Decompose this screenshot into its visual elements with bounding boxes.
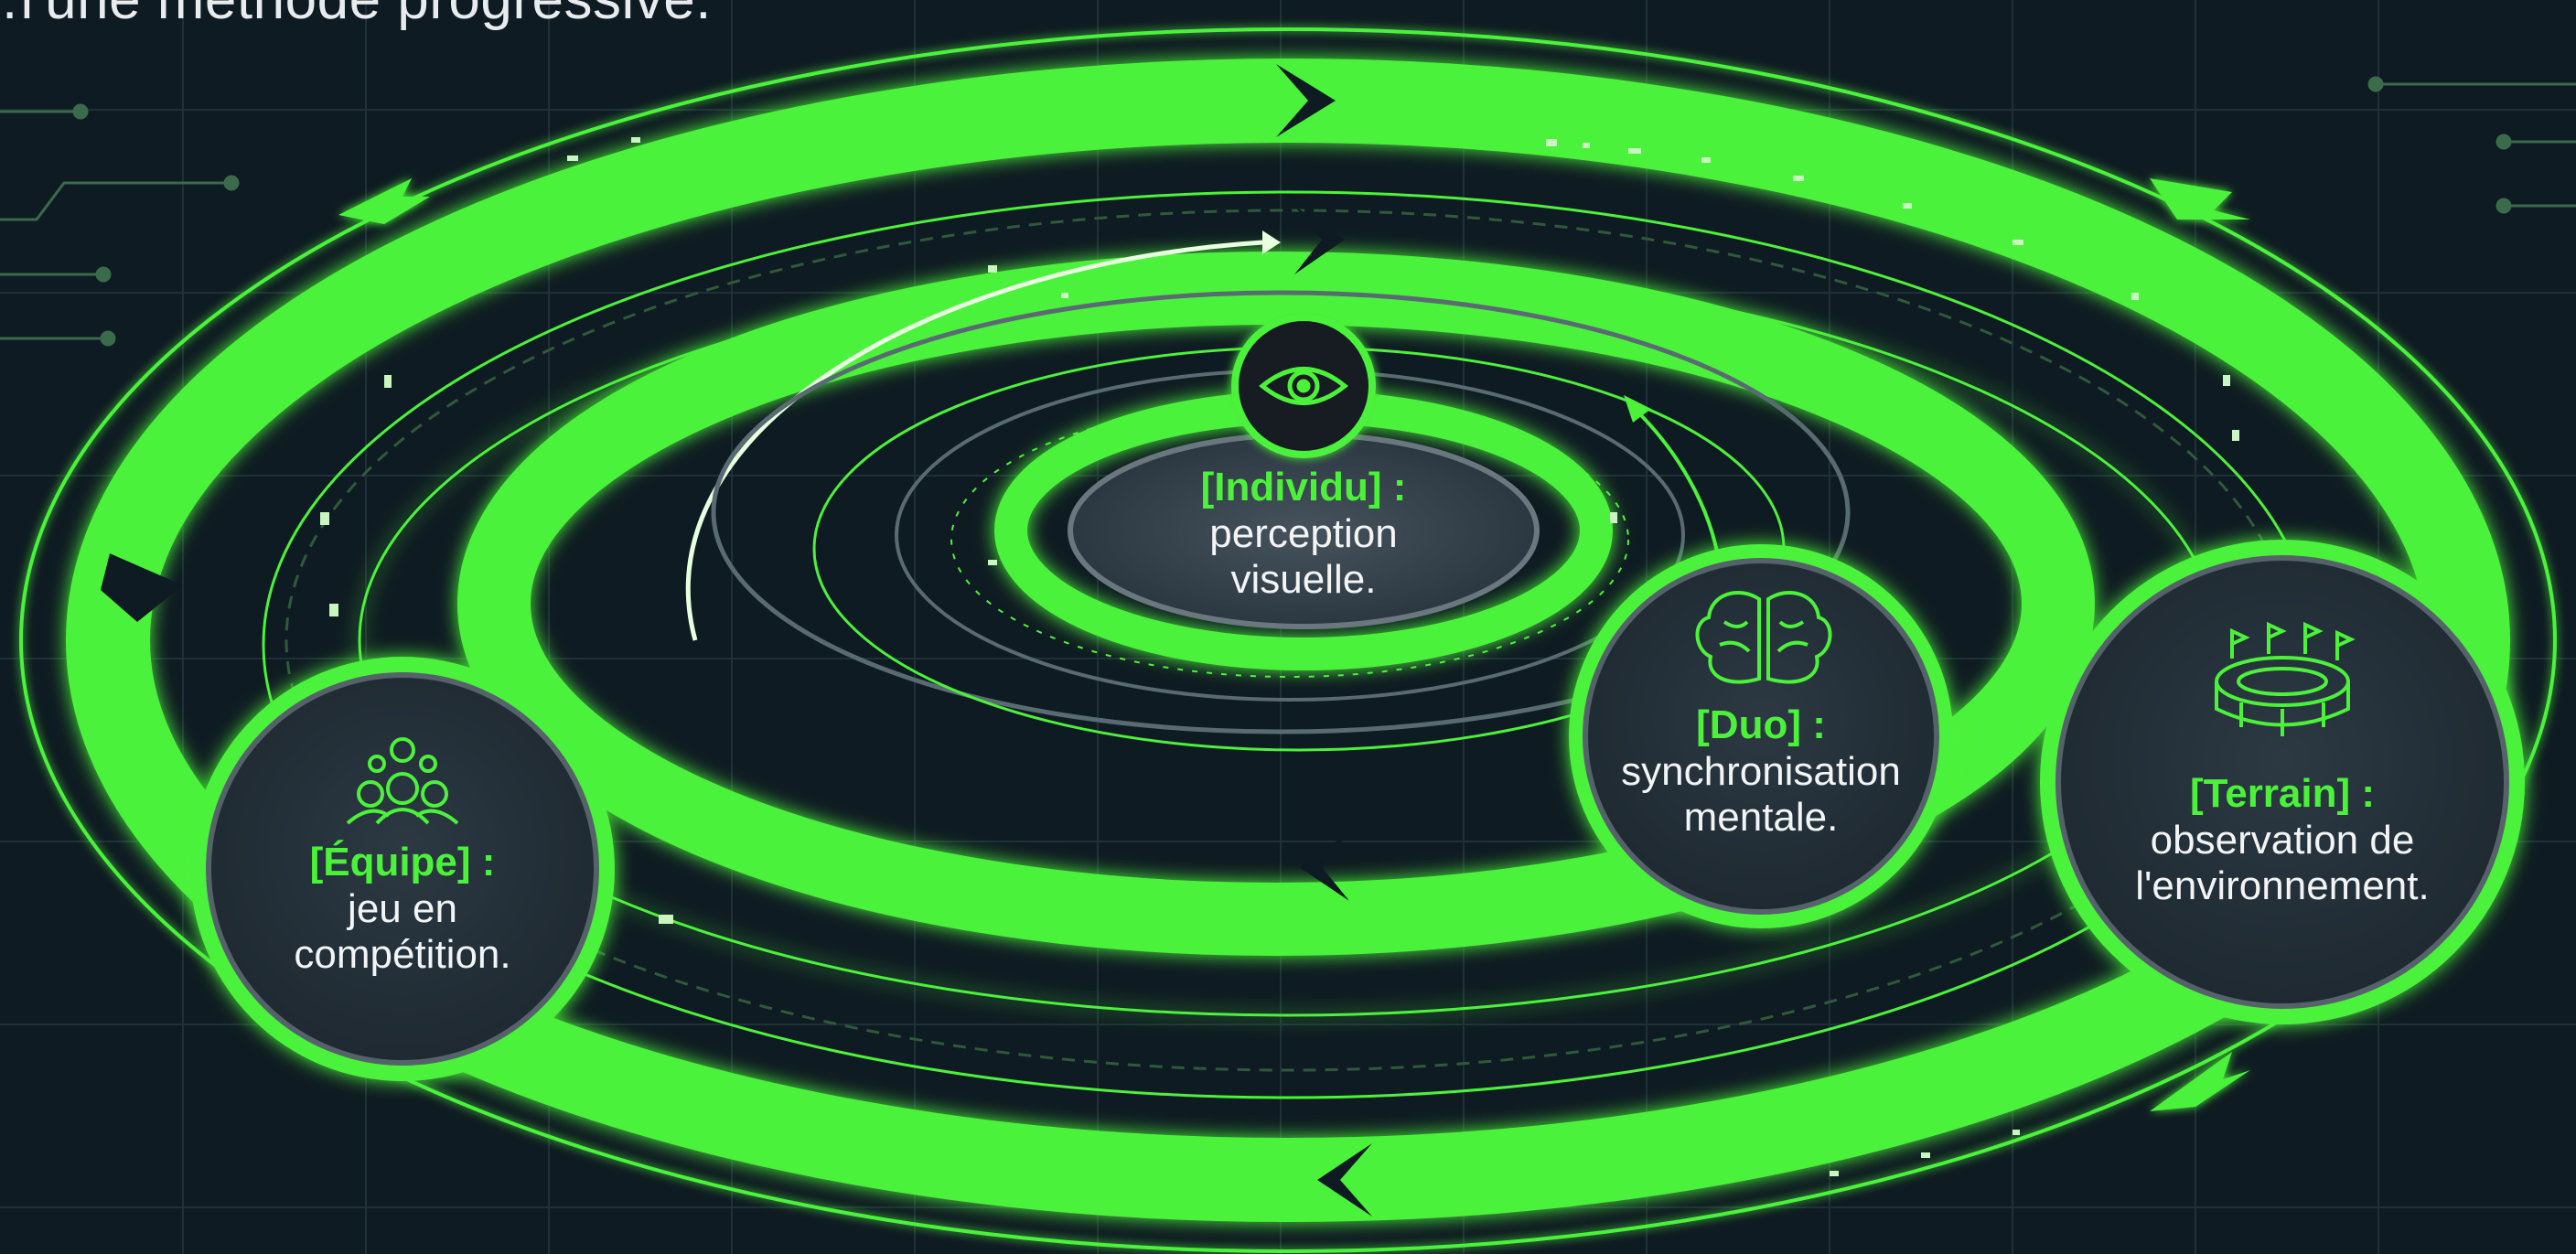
outer-thin-ring [19, 27, 2557, 1253]
node-terrain-tag: [Terrain] : [2189, 771, 2376, 816]
duo-arrowhead [1624, 395, 1651, 423]
node-equipe [190, 657, 615, 1081]
node-equipe-tag: [Équipe] : [309, 840, 496, 884]
node-duo-tag: [Duo] : [1696, 702, 1826, 747]
node-duo-text: [Duo] : synchronisation mentale. [1587, 702, 1935, 841]
node-duo [1569, 544, 1953, 928]
inner-arrowhead [1262, 230, 1281, 254]
node-equipe-text: [Équipe] : jeu en compétition. [229, 840, 576, 979]
node-duo-desc: synchronisation mentale. [1621, 748, 1901, 841]
brain-icon [1695, 590, 1832, 684]
eye-icon [1259, 367, 1348, 405]
stadium-icon [2215, 621, 2356, 736]
node-individu-text: [Individu] : perception visuelle. [1130, 465, 1477, 604]
team-icon [346, 737, 459, 825]
middle-band-notches [1294, 206, 1349, 901]
ring-tick-marks [320, 137, 2239, 1176]
node-terrain [2040, 540, 2525, 1024]
outer-arrow-markers [338, 178, 2250, 1111]
inner-arrow-line [685, 240, 1263, 641]
node-terrain-text: [Terrain] : observation de l'environneme… [2081, 771, 2484, 910]
duo-arrow-curve [1636, 410, 1722, 568]
inner-ring-1 [711, 290, 1851, 734]
outer-band-notches [101, 64, 1372, 1216]
circuit-traces [0, 76, 2576, 347]
node-terrain-desc: observation de l'environnement. [2135, 817, 2430, 909]
page-heading: …l'une méthode progressive. [0, 0, 712, 32]
node-individu-tag: [Individu] : [1200, 465, 1407, 509]
node-individu [1068, 314, 1540, 629]
node-equipe-desc: jeu en compétition. [294, 885, 511, 978]
node-individu-desc: perception visuelle. [1209, 510, 1398, 603]
